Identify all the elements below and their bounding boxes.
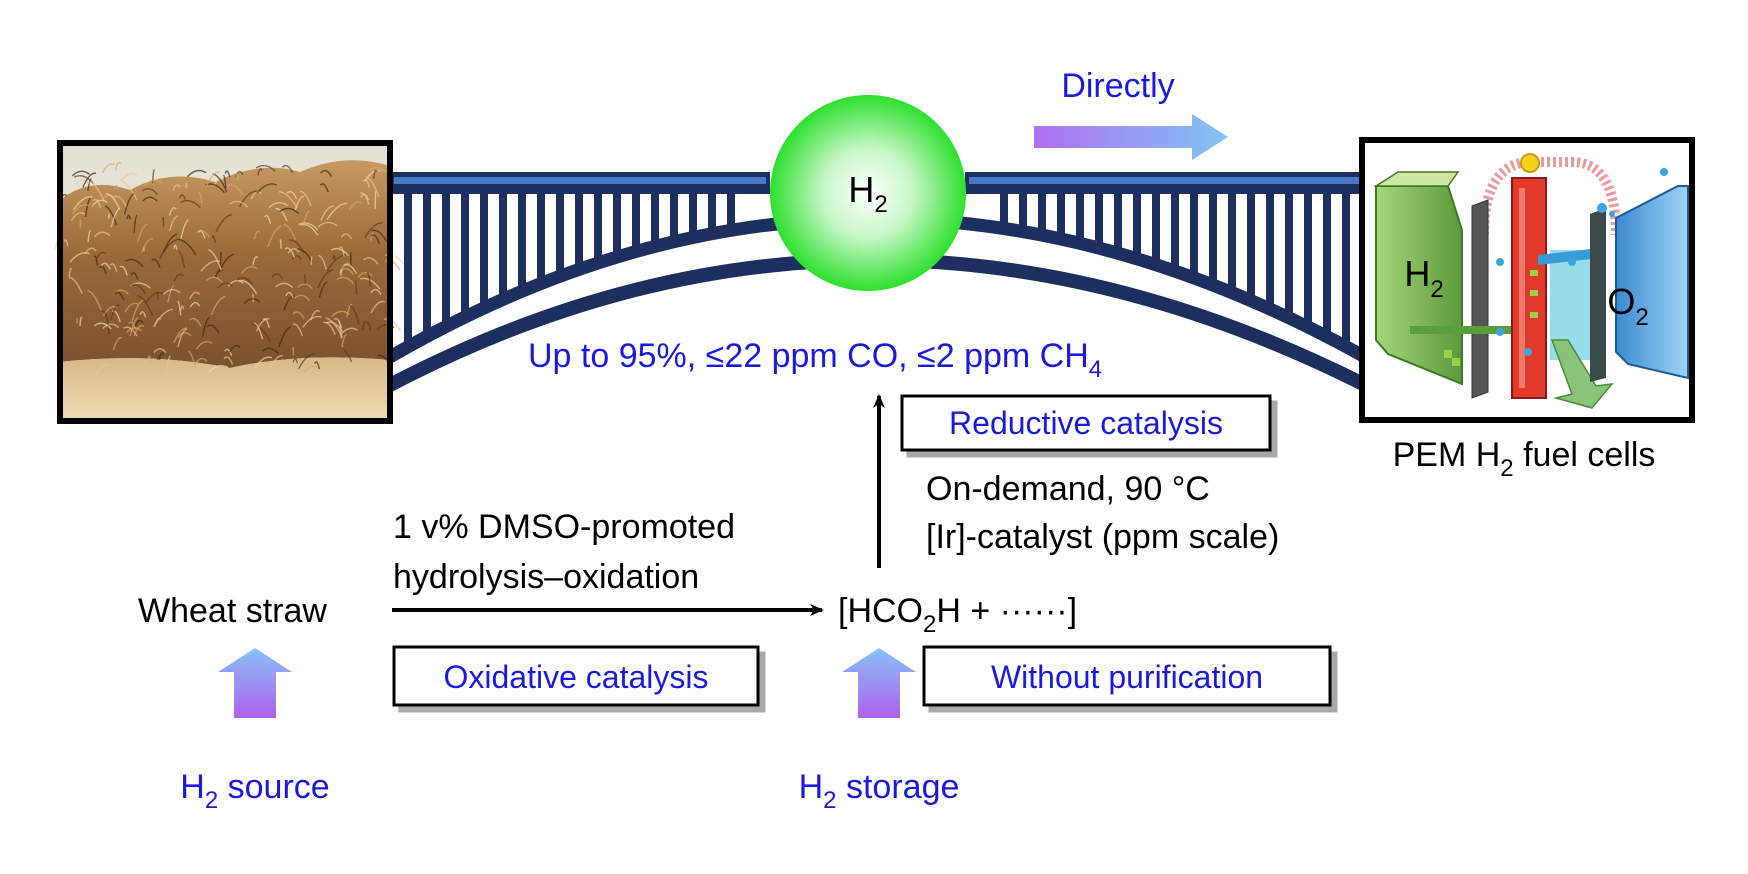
bridge-hangers [404, 194, 1350, 350]
product-label: [HCO2H + ······] [838, 592, 1077, 638]
bridge-hanger [632, 194, 640, 253]
reductive-conditions-line2: [Ir]-catalyst (ppm scale) [926, 518, 1279, 556]
bridge-hanger [575, 194, 583, 271]
purity-text: Up to 95%, ≤22 ppm CO, ≤2 ppm CH4 [528, 337, 1102, 383]
oxidative-catalysis-box [392, 645, 760, 707]
bridge-hanger [404, 194, 412, 350]
bridge-hanger [1019, 194, 1027, 231]
bridge-hanger [442, 194, 450, 329]
bridge-hanger [1057, 194, 1065, 239]
bridge-hanger [1190, 194, 1198, 277]
bridge-hanger [1285, 194, 1293, 316]
h2-ball: H2 [770, 95, 966, 291]
bridge-hanger [1095, 194, 1103, 248]
fuel-cell-caption: PEM H2 fuel cells [1393, 436, 1656, 482]
bridge-hanger [1114, 194, 1122, 253]
storage-up-arrow [842, 648, 916, 718]
bridge-hanger [1247, 194, 1255, 299]
h2-storage-label: H2 storage [799, 768, 960, 814]
without-purification-box [922, 645, 1332, 707]
reductive-catalysis-label: Reductive catalysis [949, 405, 1223, 441]
wheat-straw-photo [54, 140, 404, 424]
fuel-cell-h2-label: H2 [1404, 253, 1443, 303]
source-up-arrow [218, 648, 292, 718]
bridge-hanger [1266, 194, 1274, 308]
bridge-hanger [1209, 194, 1217, 284]
fuel-cell-o2-label: O2 [1607, 281, 1648, 331]
bridge-hanger [556, 194, 564, 278]
reductive-conditions-line1: On-demand, 90 °C [926, 470, 1210, 508]
bridge-hanger [461, 194, 469, 319]
conditions-line2: hydrolysis–oxidation [393, 558, 699, 596]
bridge-hanger [1152, 194, 1160, 264]
bridge-hanger [499, 194, 507, 302]
bridge-hanger [613, 194, 621, 259]
bridge-hanger [1171, 194, 1179, 270]
bridge-hanger [689, 194, 697, 239]
bridge-hanger [1323, 194, 1331, 335]
without-purification-label: Without purification [991, 659, 1263, 695]
reductive-catalysis-box [900, 394, 1272, 452]
bridge-hanger [594, 194, 602, 265]
bridge-hanger [708, 194, 716, 235]
bridge-hanger [1076, 194, 1084, 243]
bridge-hanger [1228, 194, 1236, 292]
bridge-hanger [1304, 194, 1312, 326]
bridge-hanger [1133, 194, 1141, 258]
bridge-hanger [651, 194, 659, 248]
bridge-hanger [518, 194, 526, 293]
bridge-hanger [1038, 194, 1046, 235]
bridge-hanger [537, 194, 545, 286]
bridge-hanger [670, 194, 678, 243]
h2-source-label: H2 source [180, 768, 329, 814]
fuel-cell-image: H2 O2 [1359, 137, 1695, 423]
directly-arrow [1034, 114, 1228, 160]
directly-label: Directly [1061, 67, 1174, 105]
bridge-hanger [480, 194, 488, 310]
conditions-line1: 1 v% DMSO-promoted [393, 508, 735, 546]
reactant-label: Wheat straw [138, 592, 327, 630]
bridge [386, 172, 1369, 392]
bridge-hanger [727, 194, 735, 231]
oxidative-catalysis-label: Oxidative catalysis [444, 659, 709, 695]
bridge-hanger [423, 194, 431, 339]
bridge-hanger [1342, 194, 1350, 345]
bridge-hanger [1000, 194, 1008, 228]
h2-ball-label: H2 [848, 169, 887, 218]
